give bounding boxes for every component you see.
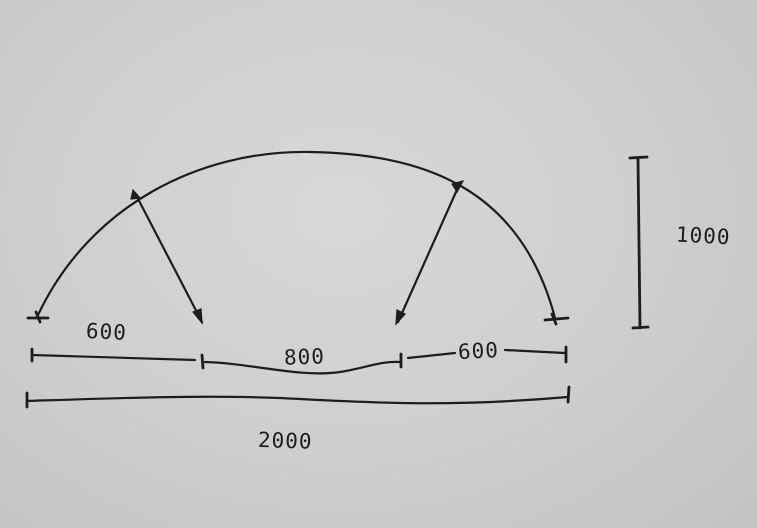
left-support <box>26 310 50 324</box>
total-ticks <box>25 385 571 409</box>
segment-dimension-line <box>30 348 567 375</box>
left-strut-arrowhead <box>192 308 203 325</box>
left-strut <box>133 191 204 324</box>
label-height: 1000 <box>675 222 731 249</box>
label-left-span: 600 <box>85 319 127 345</box>
label-total-span: 2000 <box>258 428 313 454</box>
right-support <box>543 312 570 326</box>
right-strut-arrowhead <box>395 309 406 326</box>
right-strut-top-head <box>451 180 465 194</box>
arch-curve <box>36 150 557 320</box>
label-right-span: 600 <box>457 338 499 364</box>
height-dimension-line <box>628 155 650 330</box>
total-dimension-line <box>25 395 570 405</box>
label-middle-span: 800 <box>284 344 326 369</box>
left-strut-top-head <box>130 188 142 200</box>
segment-ticks <box>30 345 568 370</box>
right-strut <box>396 181 462 324</box>
